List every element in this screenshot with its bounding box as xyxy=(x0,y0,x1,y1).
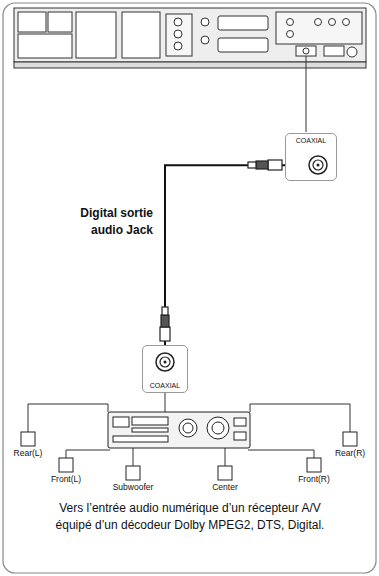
cable-label: Digital sortie audio Jack xyxy=(53,205,153,239)
speaker-label: Front(L) xyxy=(51,474,81,484)
jack-label: COAXIAL xyxy=(145,382,185,389)
jack-callout-box: COAXIAL xyxy=(285,133,337,181)
speaker-label: Subwoofer xyxy=(113,482,154,492)
speaker-label: Rear(R) xyxy=(335,448,365,458)
caption: Vers l’entrée audio numérique d’un récep… xyxy=(40,500,340,534)
speaker-label: Rear(L) xyxy=(14,448,43,458)
speaker-label: Front(R) xyxy=(298,474,330,484)
speaker-label: Center xyxy=(212,482,238,492)
audio-cable xyxy=(165,165,285,345)
jack-callout-box: COAXIAL xyxy=(142,345,188,393)
jack-label: COAXIAL xyxy=(288,137,334,144)
